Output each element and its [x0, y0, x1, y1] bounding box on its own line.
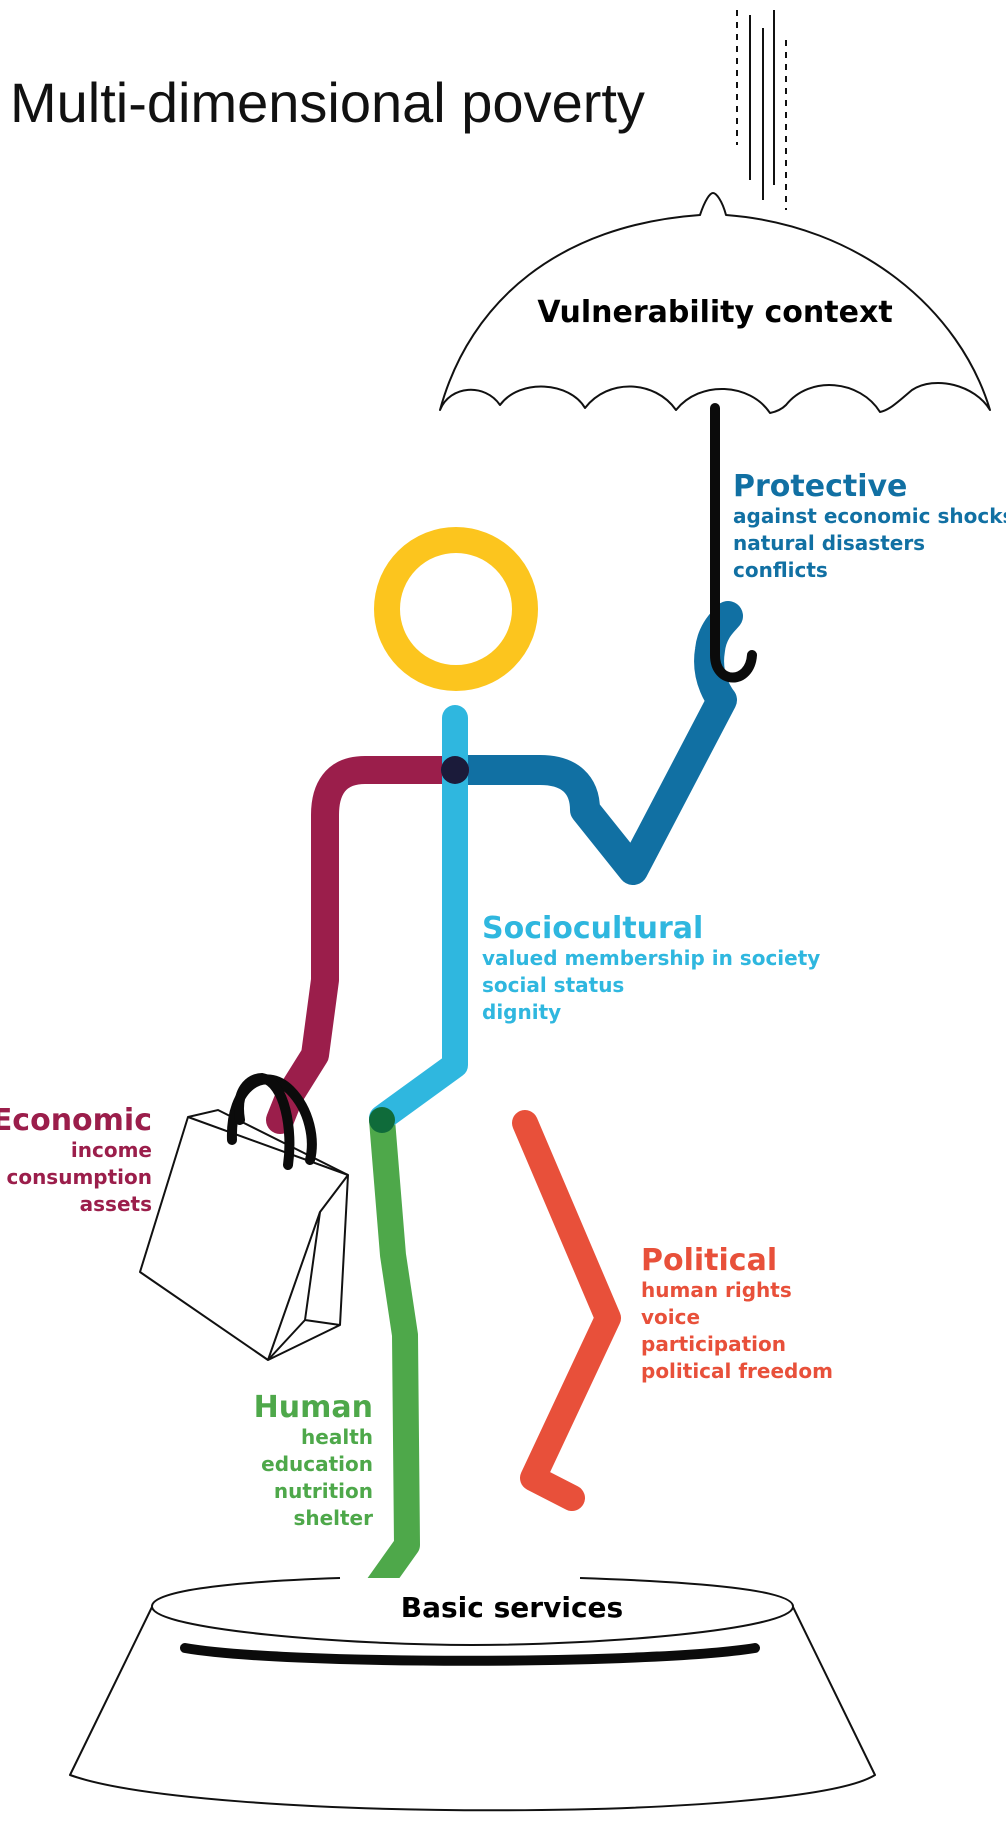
human-leg [362, 1107, 420, 1603]
rain-lines [736, 10, 787, 210]
human-item: shelter [293, 1506, 373, 1530]
political-item: voice [641, 1305, 700, 1329]
economic-label-group: Economic income consumption assets [0, 1103, 152, 1216]
economic-item: consumption [6, 1165, 152, 1189]
sociocultural-item: dignity [482, 1000, 561, 1024]
protective-item: conflicts [733, 558, 828, 582]
page-title: Multi-dimensional poverty [10, 71, 645, 134]
political-item: participation [641, 1332, 786, 1356]
human-item: health [301, 1425, 373, 1449]
economic-item: income [71, 1138, 152, 1162]
pedestal-label: Basic services [401, 1591, 623, 1624]
umbrella-label: Vulnerability context [537, 295, 892, 330]
sociocultural-label-group: Sociocultural valued membership in socie… [482, 911, 820, 1024]
political-leg [512, 1110, 621, 1511]
sociocultural-item: social status [482, 973, 624, 997]
protective-item: against economic shocks [733, 504, 1006, 528]
protective-label-group: Protective against economic shocks natur… [733, 469, 1006, 582]
protective-heading: Protective [733, 469, 907, 504]
head-icon [374, 527, 538, 691]
sociocultural-item: valued membership in society [482, 946, 820, 970]
human-heading: Human [254, 1390, 373, 1425]
hip-joint [369, 1107, 395, 1133]
shoulder-joint [441, 756, 469, 784]
protective-item: natural disasters [733, 531, 925, 555]
political-item: political freedom [641, 1359, 833, 1383]
sociocultural-spine [369, 705, 468, 1131]
pedestal-icon: Basic services [69, 1577, 876, 1812]
sociocultural-heading: Sociocultural [482, 911, 703, 946]
political-item: human rights [641, 1278, 792, 1302]
economic-item: assets [80, 1192, 152, 1216]
umbrella-icon: Vulnerability context [439, 192, 991, 414]
human-label-group: Human health education nutrition shelter [254, 1390, 373, 1530]
shopping-bag-icon [139, 1072, 349, 1361]
umbrella-handle [710, 403, 757, 683]
economic-arm [266, 756, 469, 1134]
political-heading: Political [641, 1243, 777, 1278]
human-item: education [261, 1452, 373, 1476]
political-label-group: Political human rights voice participati… [641, 1243, 833, 1383]
human-item: nutrition [274, 1479, 373, 1503]
economic-heading: Economic [0, 1103, 152, 1138]
